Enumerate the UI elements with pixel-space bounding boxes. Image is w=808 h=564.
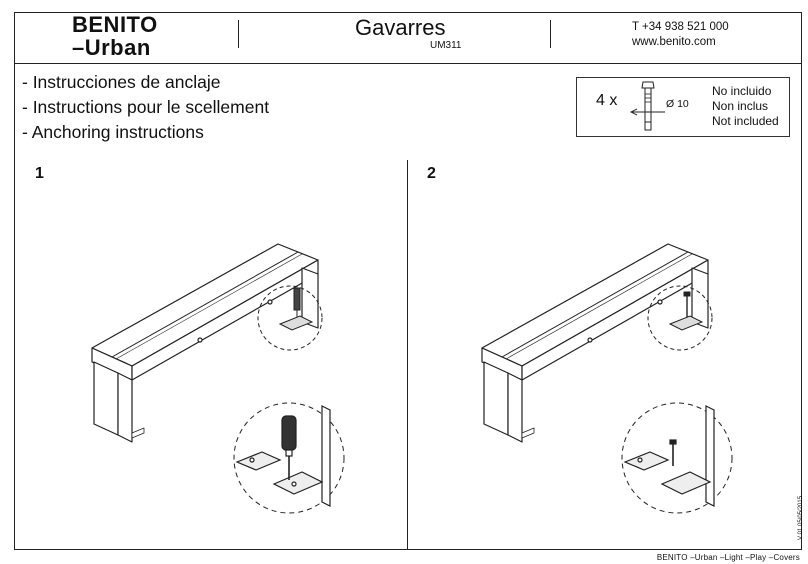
contact-block: T +34 938 521 000 www.benito.com xyxy=(632,20,729,50)
bench-illustration-2 xyxy=(481,243,713,443)
title-en: - Anchoring instructions xyxy=(22,122,204,142)
title-es: - Instrucciones de anclaje xyxy=(22,72,221,92)
anchor-note-fr: Non inclus xyxy=(712,99,769,113)
detail-magnifier-2 xyxy=(621,402,733,514)
step-number-1: 1 xyxy=(35,165,44,182)
version-stamp: V 01 05/05/2015 xyxy=(798,495,804,540)
footer-brands: BENITO –Urban –Light –Play –Covers xyxy=(656,553,800,562)
product-name: Gavarres xyxy=(355,15,446,40)
anchor-bolt-icon xyxy=(629,81,665,131)
anchor-diameter: Ø 10 xyxy=(666,98,689,110)
sheet-frame xyxy=(14,12,802,550)
anchor-note-en: Not included xyxy=(712,114,779,128)
anchor-note-es: No incluido xyxy=(712,84,772,98)
header-divider xyxy=(14,63,802,64)
steps-divider xyxy=(407,160,408,550)
bench-illustration-1 xyxy=(91,243,323,443)
brand-name: BENITO xyxy=(72,12,158,37)
product-code: UM311 xyxy=(430,40,462,51)
title-fr: - Instructions pour le scellement xyxy=(22,97,270,117)
brand-line: –Urban xyxy=(72,35,151,60)
anchor-quantity: 4 x xyxy=(596,92,618,109)
anchor-kit-box xyxy=(576,77,790,137)
detail-magnifier-1 xyxy=(233,402,345,514)
website: www.benito.com xyxy=(632,36,716,48)
phone-number: T +34 938 521 000 xyxy=(632,21,729,33)
header-separator-right xyxy=(550,20,551,48)
header-separator-left xyxy=(238,20,239,48)
step-number-2: 2 xyxy=(427,165,436,182)
